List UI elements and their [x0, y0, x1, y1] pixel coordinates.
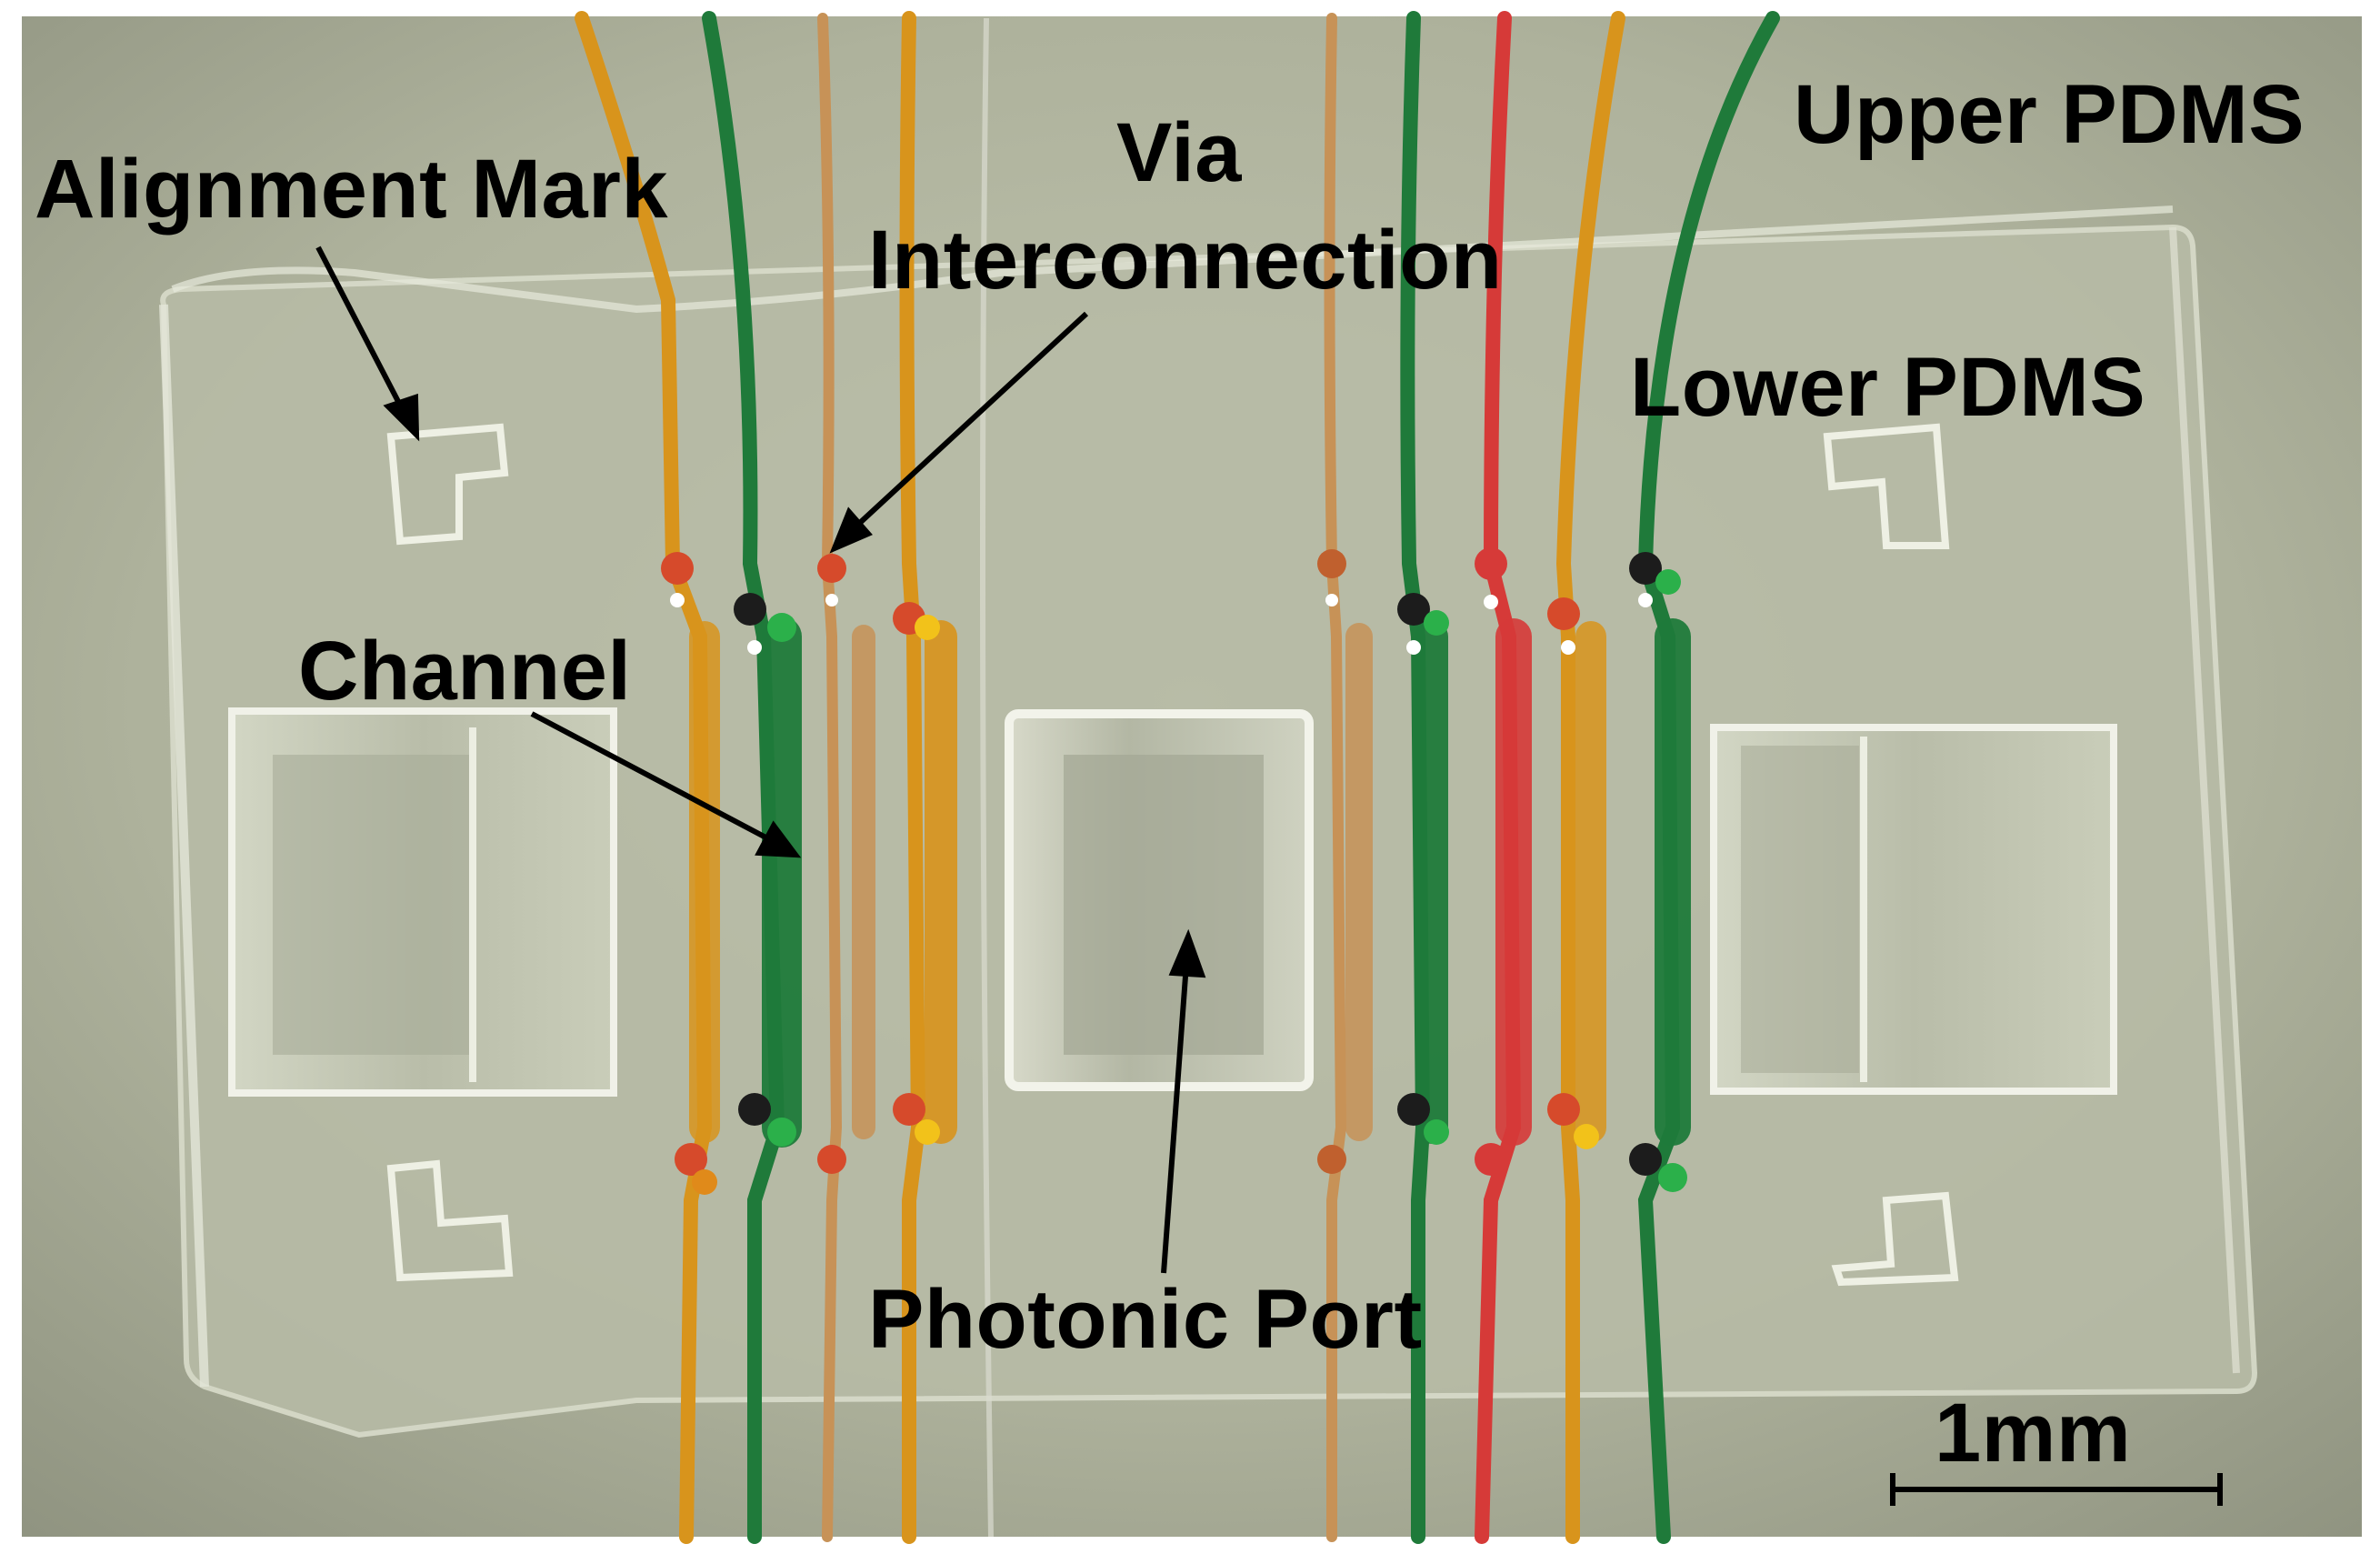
arrow-via: [847, 311, 1089, 535]
alignment-marks: [386, 423, 1959, 1287]
scale-bar: [1890, 1473, 2223, 1506]
via-interconnections: [661, 547, 1687, 1195]
label-via: Via: [1116, 106, 1242, 199]
photonic-port-window: [1005, 709, 1314, 1091]
label-channel: Channel: [298, 625, 632, 717]
right-window: [1710, 724, 2117, 1095]
label-lower-pdms: Lower PDMS: [1630, 341, 2146, 434]
left-window: [228, 707, 617, 1097]
channels: [575, 11, 1780, 1544]
arrow-channel: [530, 711, 775, 844]
label-scale-bar: 1mm: [1935, 1387, 2132, 1479]
label-interconnection: Interconnection: [868, 214, 1503, 306]
arrow-alignment-mark: [315, 246, 407, 416]
arrow-photonic-port: [1161, 963, 1189, 1274]
label-alignment-mark: Alignment Mark: [35, 143, 669, 236]
label-photonic-port: Photonic Port: [868, 1273, 1423, 1366]
label-upper-pdms: Upper PDMS: [1794, 68, 2305, 161]
annotation-arrows: [315, 246, 1206, 1274]
